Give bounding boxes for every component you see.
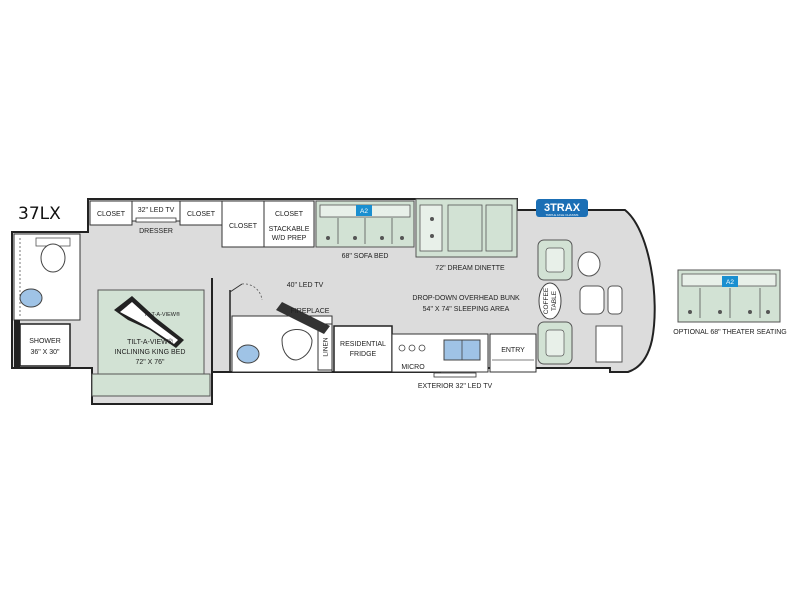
stackable-label: STACKABLE (269, 226, 310, 233)
bath-toilet-icon (281, 329, 313, 361)
led-tv-32-label: 32" LED TV (138, 207, 175, 214)
steering-wheel-icon (577, 251, 601, 277)
a2-badge-label: A2 (360, 208, 368, 215)
cockpit: COFFEE TABLE (537, 239, 623, 365)
fridge-label-2: FRIDGE (350, 351, 377, 358)
closet-2-label: CLOSET (187, 211, 216, 218)
burner-icon (408, 344, 416, 352)
residential-fridge: RESIDENTIAL FRIDGE (333, 325, 393, 373)
shower-size-label: 36" X 30" (30, 349, 60, 356)
a2-badge (356, 205, 372, 216)
bed-type-label: INCLINING KING BED (115, 349, 186, 356)
dresser-label: DRESSER (139, 228, 173, 235)
optional-theater-seating: A2 OPTIONAL 68" THEATER SEATING (673, 269, 787, 336)
sofa-bed: A2 68" SOFA BED (315, 200, 415, 260)
a2-optional-badge-label: A2 (726, 279, 734, 286)
closet-4-label: CLOSET (275, 211, 304, 218)
shower: SHOWER 36" X 30" (14, 320, 71, 368)
exterior-tv-icon (433, 372, 477, 378)
shower-label: SHOWER (29, 338, 61, 345)
3trax-logo-text: 3TRAX (544, 202, 581, 214)
fireplace-label: FIREPLACE (291, 308, 330, 315)
bath-sink-icon (236, 344, 260, 364)
coffee-table (538, 282, 562, 320)
tilt-brand-label: TILT-A-VIEW® (144, 311, 180, 318)
king-bed: TILT-A-VIEW® TILT-A-VIEW® INCLINING KING… (91, 289, 211, 397)
model-name: 37LX (18, 204, 61, 224)
coffee-label: COFFEE (543, 287, 550, 314)
a2-optional-badge (722, 276, 738, 287)
exterior-tv: EXTERIOR 32" LED TV (418, 372, 493, 390)
sink-icon (19, 288, 43, 308)
fireplace-tv: 40" LED TV FIREPLACE (276, 282, 330, 334)
fireplace-tv-label: 40" LED TV (287, 282, 324, 289)
sofa-bed-label: 68" SOFA BED (342, 253, 389, 260)
table-label: TABLE (551, 290, 558, 311)
rear-bathroom (13, 233, 81, 321)
fireplace-icon (276, 302, 330, 334)
top-storage-row: CLOSET 32" LED TV DRESSER CLOSET CLOSET … (89, 200, 315, 248)
sleeping-area-label: 54" X 74" SLEEPING AREA (423, 306, 510, 313)
optional-seating-label: OPTIONAL 68" THEATER SEATING (673, 329, 786, 336)
fridge-label-1: RESIDENTIAL (340, 341, 386, 348)
dream-dinette: 72" DREAM DINETTE (415, 198, 518, 272)
burner-icon (418, 344, 426, 352)
linen-label: LINEN (323, 337, 330, 356)
bed-title-label: TILT-A-VIEW® (127, 338, 174, 346)
overhead-bunk-label: DROP-DOWN OVERHEAD BUNK (412, 295, 520, 302)
kitchen-galley: MICRO (391, 333, 489, 373)
micro-label: MICRO (401, 364, 425, 371)
bed-size-label: 72" X 76" (135, 359, 165, 366)
toilet-icon (40, 243, 66, 273)
exterior-tv-label: EXTERIOR 32" LED TV (418, 383, 493, 390)
closet-1-label: CLOSET (97, 211, 126, 218)
3trax-logo-subtitle: TRIPLE AXLE CHASSIS (546, 213, 579, 217)
dinette-label: 72" DREAM DINETTE (435, 265, 505, 272)
burner-icon (398, 344, 406, 352)
entry: ENTRY (489, 333, 537, 373)
3trax-logo: 3TRAX TRIPLE AXLE CHASSIS (536, 199, 588, 217)
entry-label: ENTRY (501, 347, 525, 354)
wd-prep-label: W/D PREP (272, 235, 307, 242)
tv-32-icon (135, 217, 177, 223)
closet-3-label: CLOSET (229, 223, 258, 230)
